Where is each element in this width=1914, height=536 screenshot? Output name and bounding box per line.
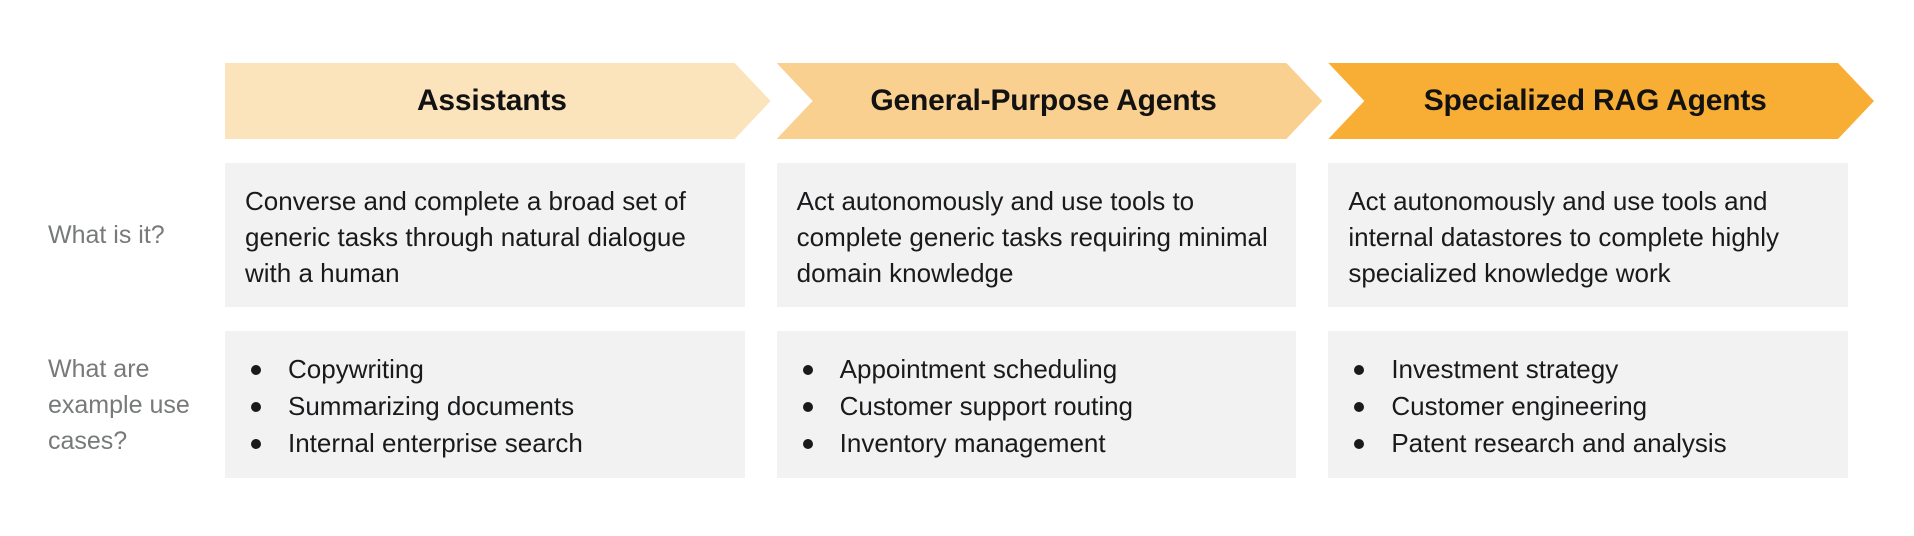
header-arrow-specialized-rag-agents: Specialized RAG Agents xyxy=(1328,63,1874,139)
list-item-label: Patent research and analysis xyxy=(1391,428,1727,458)
bullet-list: Investment strategy Customer engineering… xyxy=(1348,351,1824,462)
cell-specialized-rag-use-cases: Investment strategy Customer engineering… xyxy=(1328,331,1848,478)
bullet-icon xyxy=(251,402,261,412)
list-item-label: Copywriting xyxy=(288,354,424,384)
cell-general-purpose-use-cases: Appointment scheduling Customer support … xyxy=(776,331,1297,478)
bullet-icon xyxy=(802,365,813,375)
row-use-cases: What are example use cases? Copywriting … xyxy=(0,331,1914,478)
header-arrow-general-purpose-agents-label: General-Purpose Agents xyxy=(870,84,1217,117)
list-item-label: Appointment scheduling xyxy=(839,354,1118,384)
header-arrow-assistants-label: Assistants xyxy=(416,84,567,117)
bullet-icon xyxy=(802,402,813,412)
list-item: Customer engineering xyxy=(1348,388,1824,425)
cell-assistants-use-cases: Copywriting Summarizing documents Intern… xyxy=(225,331,745,478)
header-arrow-assistants: Assistants xyxy=(225,63,771,139)
bullet-list: Appointment scheduling Customer support … xyxy=(797,351,1273,462)
bullet-icon xyxy=(251,439,261,449)
list-item-label: Internal enterprise search xyxy=(288,428,583,458)
cell-text: Converse and complete a broad set of gen… xyxy=(245,186,686,288)
list-item-label: Customer support routing xyxy=(839,391,1134,421)
cell-general-purpose-description: Act autonomously and use tools to comple… xyxy=(776,163,1297,307)
header-spacer xyxy=(48,63,193,139)
cell-assistants-description: Converse and complete a broad set of gen… xyxy=(225,163,745,307)
header-arrow-specialized-rag-agents-label: Specialized RAG Agents xyxy=(1423,84,1767,117)
bullet-list: Copywriting Summarizing documents Intern… xyxy=(245,351,721,462)
row-what-is-it: What is it? Converse and complete a broa… xyxy=(0,163,1914,307)
header-arrow-general-purpose-agents: General-Purpose Agents xyxy=(777,63,1323,139)
cell-text: Act autonomously and use tools to comple… xyxy=(796,186,1268,288)
bullet-icon xyxy=(1354,439,1365,449)
list-item-label: Inventory management xyxy=(839,428,1106,458)
list-item: Appointment scheduling xyxy=(797,351,1273,388)
list-item: Copywriting xyxy=(245,351,721,388)
list-item: Patent research and analysis xyxy=(1348,425,1824,462)
cell-text: Act autonomously and use tools and inter… xyxy=(1348,186,1780,288)
bullet-icon xyxy=(1354,365,1365,375)
bullet-icon xyxy=(1354,402,1365,412)
list-item: Customer support routing xyxy=(797,388,1273,425)
header-row: Assistants General-Purpose Agents Specia… xyxy=(0,63,1914,139)
bullet-icon xyxy=(802,439,813,449)
row-label-what-is-it: What is it? xyxy=(48,221,165,249)
bullet-icon xyxy=(251,365,261,375)
list-item-label: Customer engineering xyxy=(1391,391,1648,421)
list-item: Summarizing documents xyxy=(245,388,721,425)
cell-specialized-rag-description: Act autonomously and use tools and inter… xyxy=(1328,163,1848,307)
list-item-label: Investment strategy xyxy=(1391,354,1619,384)
list-item-label: Summarizing documents xyxy=(288,391,575,421)
list-item: Investment strategy xyxy=(1348,351,1824,388)
list-item: Inventory management xyxy=(797,425,1273,462)
row-label-use-cases: What are example use cases? xyxy=(48,354,190,455)
list-item: Internal enterprise search xyxy=(245,425,721,462)
